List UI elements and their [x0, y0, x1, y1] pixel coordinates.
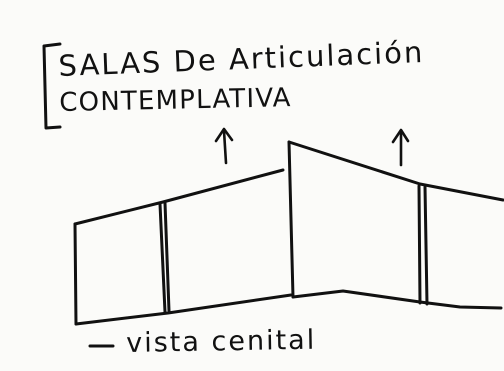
north-arrow-left: [214, 127, 234, 165]
caption-label: vista cenital: [125, 324, 317, 359]
room-right: [287, 140, 504, 310]
title-bracket: [42, 42, 62, 130]
title-line-2: CONTEMPLATIVA: [58, 83, 292, 118]
north-arrow-right: [391, 128, 410, 167]
room-left: [73, 168, 293, 326]
